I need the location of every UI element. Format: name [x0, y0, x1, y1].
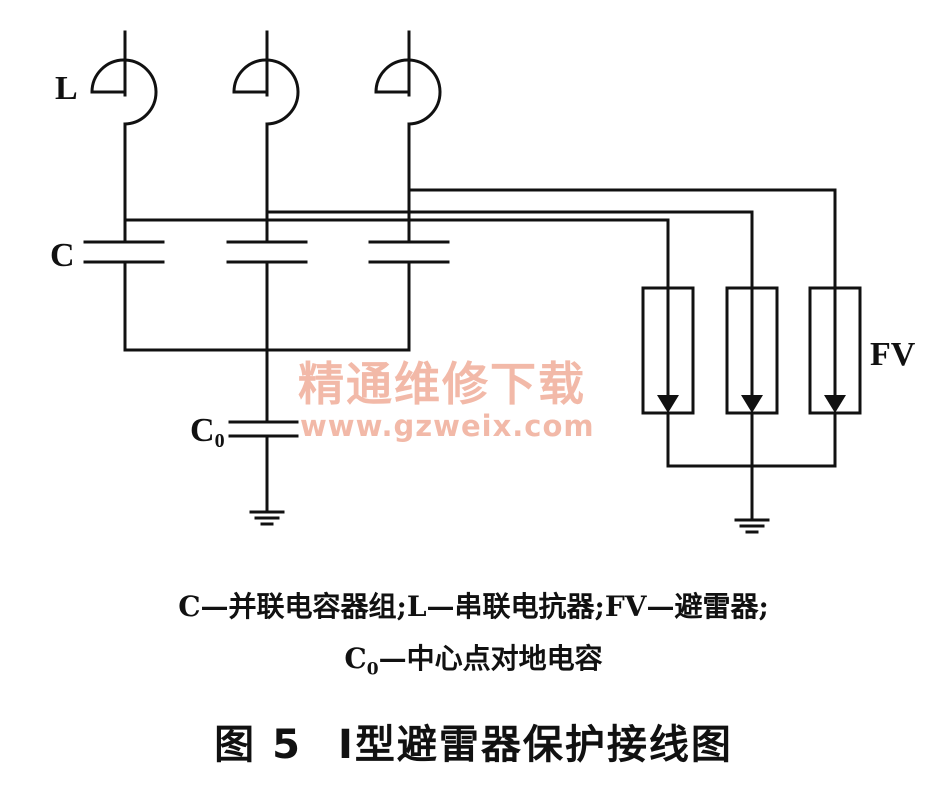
circuit-diagram: 精通维修下载 www.gzweix.com L C C0 FV	[50, 30, 916, 534]
label-neutral-cap: C0	[190, 412, 225, 452]
arrester-1	[641, 286, 695, 415]
figure-number: 图 5	[214, 722, 302, 768]
label-capacitor: C	[50, 237, 75, 274]
capacitor-bank	[83, 240, 450, 422]
neutral-capacitor	[228, 420, 299, 514]
legend-c0-sub: 0	[366, 659, 379, 680]
ground-symbol-left	[249, 510, 285, 526]
arrester-2	[725, 286, 779, 415]
label-arrester: FV	[870, 336, 916, 373]
arrester-3	[808, 286, 862, 415]
arrester-2-arrow	[741, 395, 763, 413]
figure-caption: 图 5 Ⅰ型避雷器保护接线图	[0, 712, 947, 770]
ground-symbol-right	[734, 518, 770, 534]
arrester-feed-lines	[123, 188, 837, 290]
reactor-phase-b	[232, 30, 300, 242]
legend-c0-main: C	[344, 642, 367, 675]
arrester-3-arrow	[824, 395, 846, 413]
legend-line-1: C—并联电容器组;L—串联电抗器;FV—避雷器;	[178, 590, 769, 623]
watermark-chinese: 精通维修下载	[298, 357, 586, 411]
legend-line-2: C0—中心点对地电容	[0, 637, 947, 680]
watermark-url: www.gzweix.com	[300, 409, 595, 443]
label-neutral-cap-main: C	[190, 412, 215, 449]
label-neutral-cap-sub: 0	[215, 430, 225, 452]
reactor-phase-a	[90, 30, 158, 242]
label-reactor: L	[55, 70, 78, 107]
arrester-common-line	[666, 411, 837, 522]
arrester-1-arrow	[657, 395, 679, 413]
figure-title: Ⅰ型避雷器保护接线图	[337, 722, 733, 768]
reactor-phase-c	[374, 30, 442, 242]
legend-c0-text: —中心点对地电容	[378, 642, 603, 675]
